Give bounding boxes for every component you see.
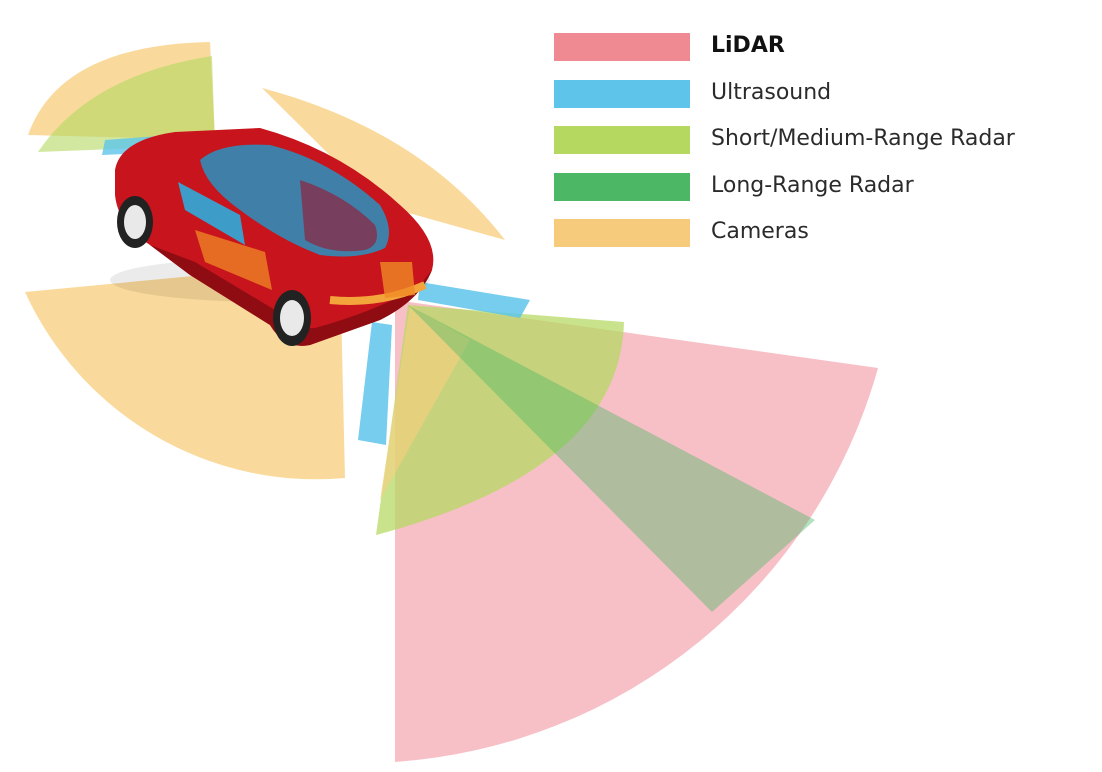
front-camera-zone	[380, 305, 470, 500]
legend-item: Ultrasound	[554, 79, 1074, 127]
legend-item: LiDAR	[554, 33, 1074, 80]
cameras-swatch	[554, 219, 690, 247]
legend-item: Cameras	[554, 219, 1074, 266]
legend-label: Ultrasound	[711, 79, 832, 105]
long-range-radar-zone	[408, 305, 815, 612]
legend-label: Short/Medium-Range Radar	[711, 126, 1015, 151]
front-ultrasound-left-zone	[358, 322, 392, 445]
legend-label: LiDAR	[711, 33, 785, 58]
rear-short-radar-zone	[38, 56, 215, 152]
long-range-radar-swatch	[554, 172, 690, 201]
short-medium-radar-swatch	[554, 126, 690, 154]
lidar-swatch	[554, 33, 690, 61]
side-camera-zone	[262, 88, 505, 240]
car-illustration	[110, 128, 434, 346]
legend-label: Cameras	[711, 219, 809, 244]
legend-item: Long-Range Radar	[554, 172, 1074, 220]
front-ultrasound-right-zone	[418, 282, 530, 318]
legend-label: Long-Range Radar	[711, 172, 914, 198]
legend-item: Short/Medium-Range Radar	[554, 126, 1074, 173]
ultrasound-swatch	[554, 79, 690, 108]
car-body	[115, 128, 434, 346]
